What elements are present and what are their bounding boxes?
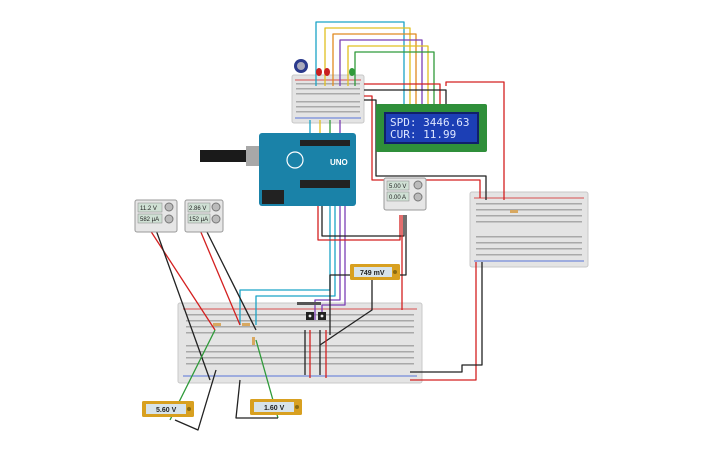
breadboard-main[interactable] <box>177 302 423 384</box>
multimeter-left-2-bottom: 152 µA <box>189 217 208 223</box>
multimeter-left-1-bottom: 582 µA <box>140 217 159 223</box>
led-green-icon <box>349 68 355 76</box>
voltmeter-bottom-right[interactable]: 1.60 V <box>250 399 302 415</box>
breadboard-small-top[interactable] <box>291 74 365 124</box>
transistor-icon <box>306 312 326 320</box>
multimeter-left-2[interactable]: 2.86 V 152 µA <box>184 199 224 233</box>
usb-cable-icon <box>200 150 250 162</box>
arduino-board[interactable]: UNO <box>200 133 356 206</box>
lcd-display: SPD: 3446.63 CUR: 11.99 <box>376 104 487 152</box>
multimeter-right-bottom: 0.00 A <box>389 195 406 201</box>
led-red-icon <box>316 68 322 76</box>
voltmeter-bottom-left[interactable]: 5.60 V <box>142 401 194 417</box>
arduino-model: UNO <box>330 158 348 167</box>
breadboard-right[interactable] <box>469 191 589 268</box>
voltmeter-bottom-right-value: 1.60 V <box>264 405 285 412</box>
voltmeter-mid[interactable]: 749 mV <box>350 264 400 280</box>
multimeter-left-2-top: 2.86 V <box>189 206 206 212</box>
lcd-line-2: CUR: 11.99 <box>390 128 456 141</box>
resistor-icon <box>213 210 518 345</box>
multimeter-right[interactable]: 5.00 V 0.00 A <box>383 177 427 211</box>
voltmeter-mid-value: 749 mV <box>360 270 385 277</box>
diode-icon <box>297 302 321 305</box>
potentiometer-icon[interactable] <box>294 59 308 73</box>
led-red2-icon <box>324 68 330 76</box>
voltmeter-bottom-left-value: 5.60 V <box>156 407 177 414</box>
lcd-line-1: SPD: 3446.63 <box>390 116 469 129</box>
multimeter-left-1-top: 11.2 V <box>140 206 157 212</box>
multimeter-left-1[interactable]: 11.2 V 582 µA <box>134 199 178 233</box>
wires <box>149 21 505 431</box>
multimeter-right-top: 5.00 V <box>389 184 406 190</box>
